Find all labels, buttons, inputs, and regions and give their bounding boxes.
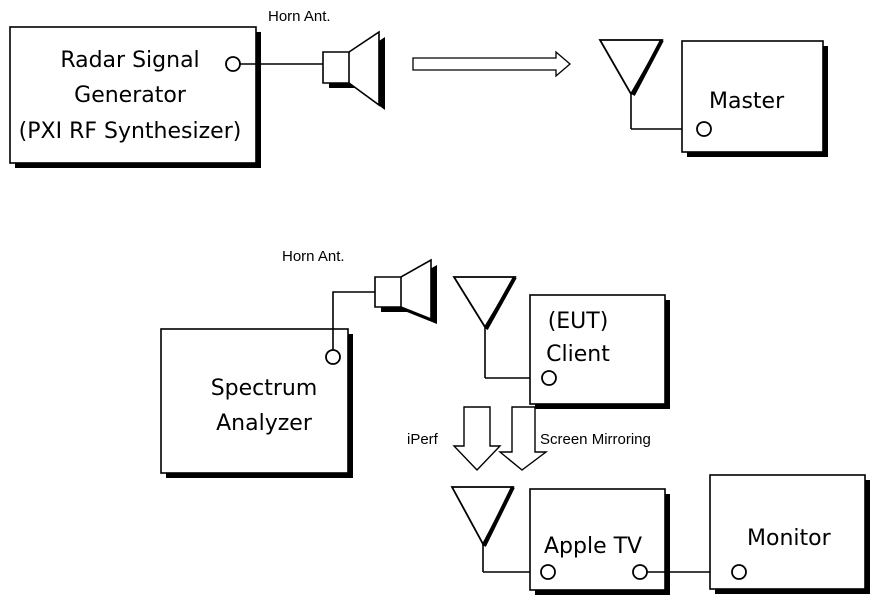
- spectrum-analyzer-box: [160, 328, 353, 478]
- master-antenna-icon: [598, 39, 697, 130]
- client-box: [529, 294, 670, 409]
- appletv-antenna-icon: [450, 486, 541, 573]
- generator-port-icon: [225, 56, 241, 72]
- generator-label-line1: Radar Signal: [60, 48, 199, 73]
- generator-label-line2: Generator: [74, 83, 187, 108]
- monitor-label: Monitor: [747, 526, 832, 551]
- client-label-line1: (EUT): [548, 309, 609, 334]
- radar-signal-generator-box: [9, 26, 261, 168]
- master-label: Master: [709, 89, 785, 114]
- analyzer-label-line2: Analyzer: [216, 411, 313, 436]
- master-port-icon: [696, 121, 712, 137]
- generator-label-line3: (PXI RF Synthesizer): [19, 119, 242, 144]
- bottom-horn-label: Horn Ant.: [282, 248, 345, 265]
- master-box: [681, 40, 828, 157]
- mirroring-arrow-icon: [498, 406, 549, 471]
- bottom-horn-antenna-icon: [374, 258, 437, 324]
- monitor-port-icon: [731, 564, 747, 580]
- analyzer-label-line1: Spectrum: [211, 376, 318, 401]
- analyzer-cable: [332, 291, 375, 350]
- client-antenna-icon: [452, 276, 542, 379]
- iperf-arrow-icon: [452, 406, 502, 472]
- appletv-port-out-icon: [632, 564, 648, 580]
- appletv-port-in-icon: [540, 564, 556, 580]
- client-port-icon: [541, 370, 557, 386]
- mirroring-label: Screen Mirroring: [540, 431, 651, 448]
- client-label-line2: Client: [546, 342, 610, 367]
- top-horn-antenna-icon: [322, 30, 385, 110]
- iperf-label: iPerf: [407, 431, 439, 448]
- top-horn-label: Horn Ant.: [268, 8, 331, 25]
- appletv-label: Apple TV: [544, 534, 642, 559]
- transmission-arrow-icon: [412, 50, 571, 78]
- appletv-box: [529, 488, 670, 595]
- analyzer-port-icon: [325, 349, 341, 365]
